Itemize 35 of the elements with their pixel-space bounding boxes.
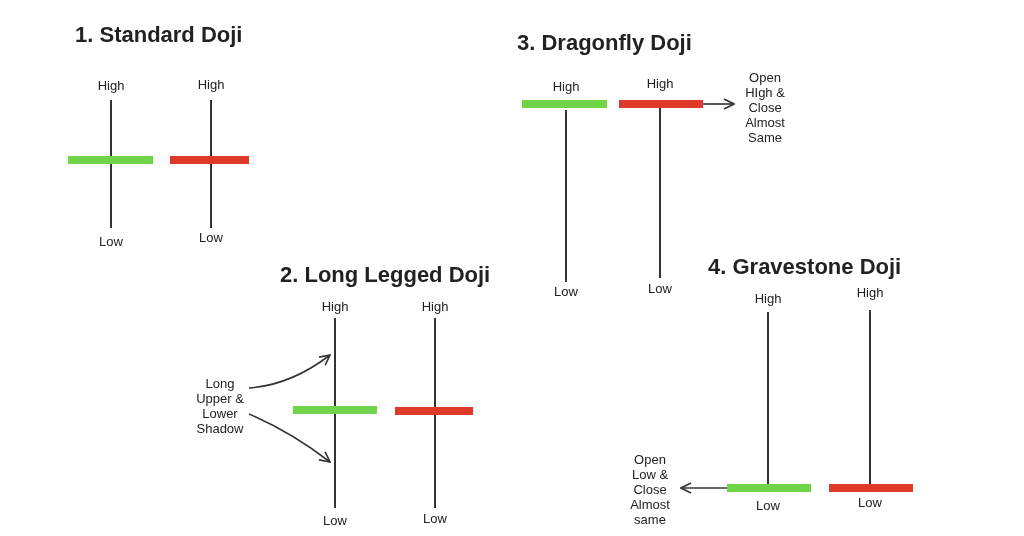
high-label: High <box>856 285 884 300</box>
high-label: High <box>646 76 674 91</box>
low-label: Low <box>423 511 447 526</box>
candlestick-drawing <box>522 100 607 282</box>
candlestick-drawing <box>170 100 249 228</box>
low-label: Low <box>323 513 347 528</box>
high-label: High <box>552 79 580 94</box>
low-label: Low <box>199 230 223 245</box>
candlestick-drawing <box>829 310 913 492</box>
candlestick-drawing <box>293 318 377 508</box>
annotation-text: Open Low & Close Almost same <box>629 452 671 527</box>
high-label: High <box>97 78 125 93</box>
arrow <box>248 413 331 463</box>
low-label: Low <box>756 498 780 513</box>
arrow <box>680 482 728 494</box>
arrow <box>248 354 331 389</box>
candlestick-drawing <box>395 318 473 508</box>
section-heading: 4. Gravestone Doji <box>708 254 902 280</box>
arrow <box>702 98 735 110</box>
high-label: High <box>754 291 782 306</box>
high-label: High <box>197 77 225 92</box>
low-label: Low <box>554 284 578 299</box>
annotation-text: Long Upper & Lower Shadow <box>195 376 245 436</box>
candlestick-drawing <box>727 312 811 492</box>
high-label: High <box>321 299 349 314</box>
low-label: Low <box>99 234 123 249</box>
section-heading: 3. Dragonfly Doji <box>517 30 692 56</box>
section-heading: 1. Standard Doji <box>75 22 243 48</box>
section-heading: 2. Long Legged Doji <box>280 262 491 288</box>
annotation-text: Open HIgh & Close Almost Same <box>744 70 786 145</box>
low-label: Low <box>648 281 672 296</box>
candlestick-drawing <box>619 100 703 278</box>
high-label: High <box>421 299 449 314</box>
candlestick-drawing <box>68 100 153 228</box>
low-label: Low <box>858 495 882 510</box>
